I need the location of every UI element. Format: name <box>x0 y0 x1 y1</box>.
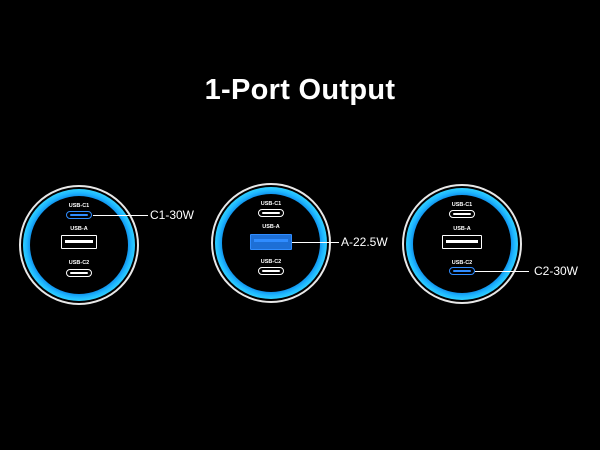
charger-c1-active: USB-C1 USB-A USB-C2 <box>19 185 139 305</box>
page-title: 1-Port Output <box>204 74 396 106</box>
charger-face <box>30 196 128 294</box>
port-usb-c2 <box>449 267 475 275</box>
callout-c2: C2-30W <box>534 264 579 278</box>
port-usb-c1 <box>258 209 284 217</box>
label-usb-c2: USB-C2 <box>451 260 473 266</box>
port-usb-a <box>61 235 97 249</box>
callout-line-c2 <box>475 271 529 272</box>
charger-a-active: USB-C1 USB-A USB-C2 <box>211 183 331 303</box>
port-usb-c2 <box>258 267 284 275</box>
callout-line-a <box>292 242 339 243</box>
label-usb-a: USB-A <box>453 226 471 232</box>
label-usb-a: USB-A <box>262 224 280 230</box>
port-usb-c1 <box>66 211 92 219</box>
label-usb-c2: USB-C2 <box>260 259 282 265</box>
label-usb-c2: USB-C2 <box>68 260 90 266</box>
label-usb-c1: USB-C1 <box>451 202 473 208</box>
callout-a: A-22.5W <box>341 235 388 249</box>
callout-c1: C1-30W <box>150 208 195 222</box>
label-usb-c1: USB-C1 <box>68 203 90 209</box>
label-usb-a: USB-A <box>70 226 88 232</box>
port-usb-a <box>250 234 292 250</box>
port-usb-a <box>442 235 482 249</box>
callout-line-c1 <box>93 215 148 216</box>
label-usb-c1: USB-C1 <box>260 201 282 207</box>
charger-c2-active: USB-C1 USB-A USB-C2 <box>402 184 522 304</box>
port-usb-c1 <box>449 210 475 218</box>
charger-face <box>413 195 511 293</box>
port-usb-c2 <box>66 269 92 277</box>
